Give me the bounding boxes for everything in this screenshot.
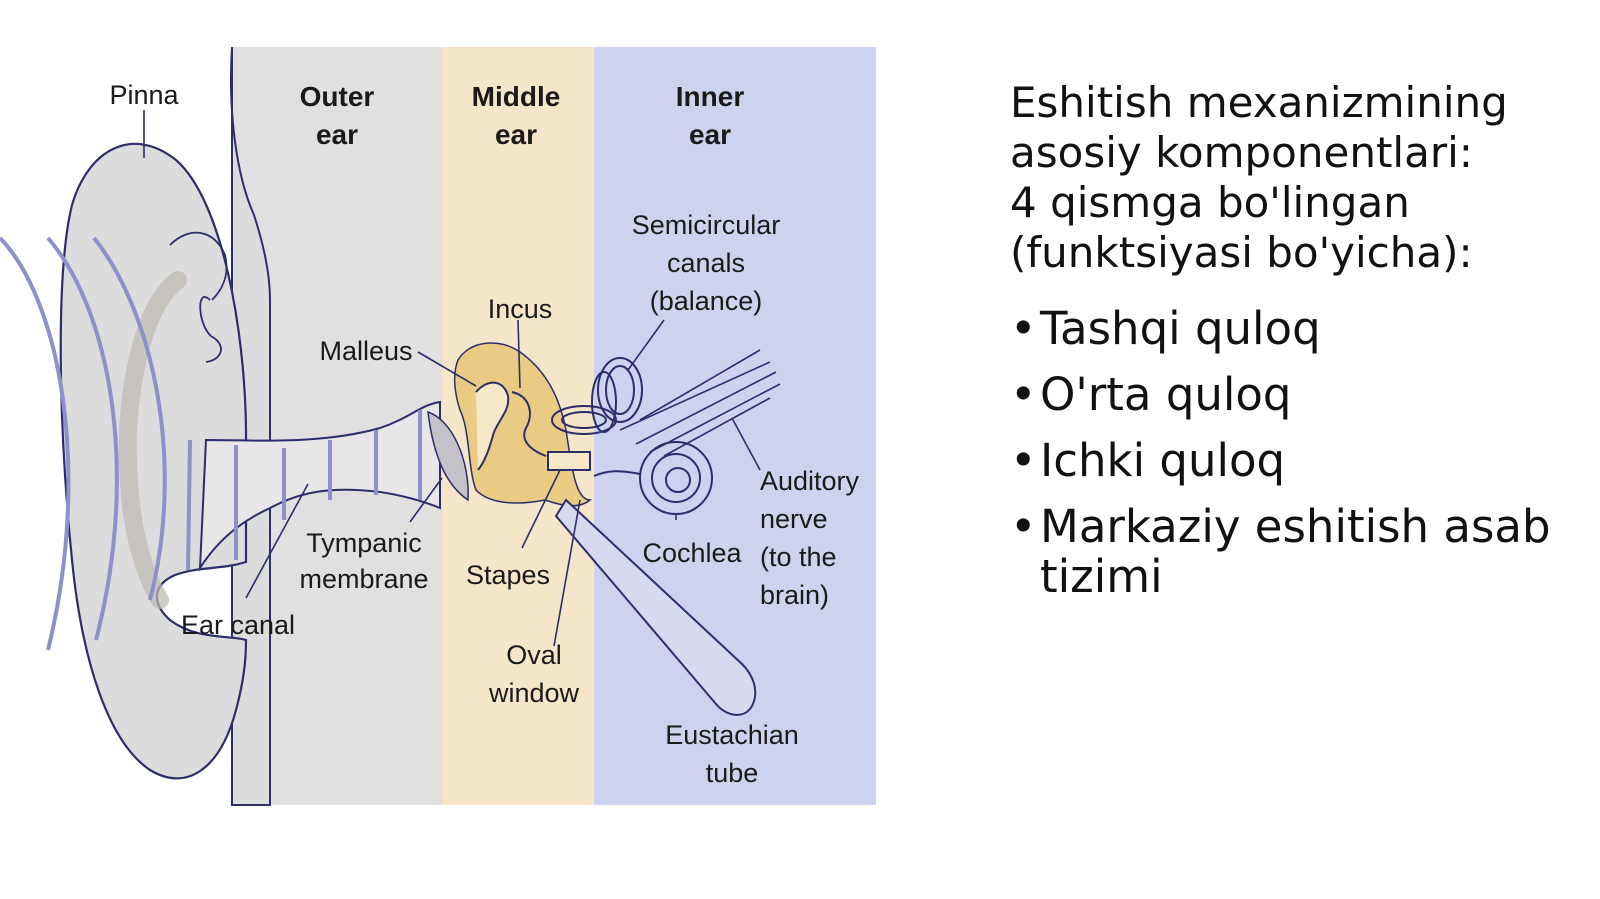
bullet-dot: • [1010,500,1037,553]
label-semicircular-line2: canals [667,248,745,278]
head-skin-outline [230,46,271,806]
incus-bone [511,391,547,457]
bullet-list: •Tashqi quloq •O'rta quloq •Ichki quloq … [1010,304,1590,602]
bullet-text: Ichki quloq [1040,434,1286,487]
outer-ear-title-line1: Outer [300,81,375,112]
list-item: •O'rta quloq [1010,370,1590,420]
bullet-dot: • [1010,434,1037,487]
label-pinna: Pinna [109,80,179,110]
slide-text-panel: Eshitish mexanizmining asosiy komponentl… [1010,78,1590,618]
label-ear-canal: Ear canal [181,610,295,640]
auditory-nerve-shape [619,349,781,457]
label-oval-window-line2: window [488,678,580,708]
stapes-bone [547,451,591,471]
tragus [199,296,222,363]
label-eustachian-line1: Eustachian [665,720,799,750]
label-malleus: Malleus [319,336,412,366]
label-incus: Incus [488,294,553,324]
label-auditory-nerve-line4: brain) [760,580,829,610]
sound-waves [0,236,422,651]
semicircular-canals-shape [551,357,643,435]
malleus-bone [475,381,510,471]
list-item: •Tashqi quloq [1010,304,1590,354]
bullet-dot: • [1010,368,1037,421]
label-auditory-nerve-line3: (to the [760,542,837,572]
inner-ear-title-line2: ear [689,119,731,150]
inner-ear-title-line1: Inner [676,81,745,112]
label-oval-window-line1: Oval [506,640,562,670]
list-item: •Markaziy eshitish asab tizimi [1010,502,1590,602]
pinna-helix-fold [169,231,228,301]
outer-ear-title-line2: ear [316,119,358,150]
label-eustachian-line2: tube [706,758,759,788]
middle-ear-title-line2: ear [495,119,537,150]
label-semicircular-line3: (balance) [650,286,763,316]
ear-canal-shape [198,400,441,572]
middle-ear-title-line1: Middle [472,81,561,112]
tympanic-membrane [427,410,469,502]
bullet-dot: • [1010,302,1037,355]
label-tympanic-line2: membrane [299,564,428,594]
list-item: •Ichki quloq [1010,436,1590,486]
bullet-text: O'rta quloq [1040,368,1292,421]
bullet-text: Tashqi quloq [1040,302,1321,355]
label-tympanic-line1: Tympanic [306,528,422,558]
label-auditory-nerve-line2: nerve [760,504,828,534]
label-semicircular-line1: Semicircular [632,210,781,240]
label-stapes: Stapes [466,560,550,590]
bullet-text: Markaziy eshitish asab tizimi [1040,500,1551,603]
leader-lines [143,110,761,647]
label-auditory-nerve-line1: Auditory [760,466,860,496]
eustachian-tube-shape [554,498,757,716]
pinna-inner-fold [118,271,187,609]
slide-heading: Eshitish mexanizmining asosiy komponentl… [1010,78,1508,277]
ear-anatomy-diagram: Outer ear Middle ear Inner ear Pinna Mal… [0,46,876,806]
label-cochlea: Cochlea [642,538,742,568]
